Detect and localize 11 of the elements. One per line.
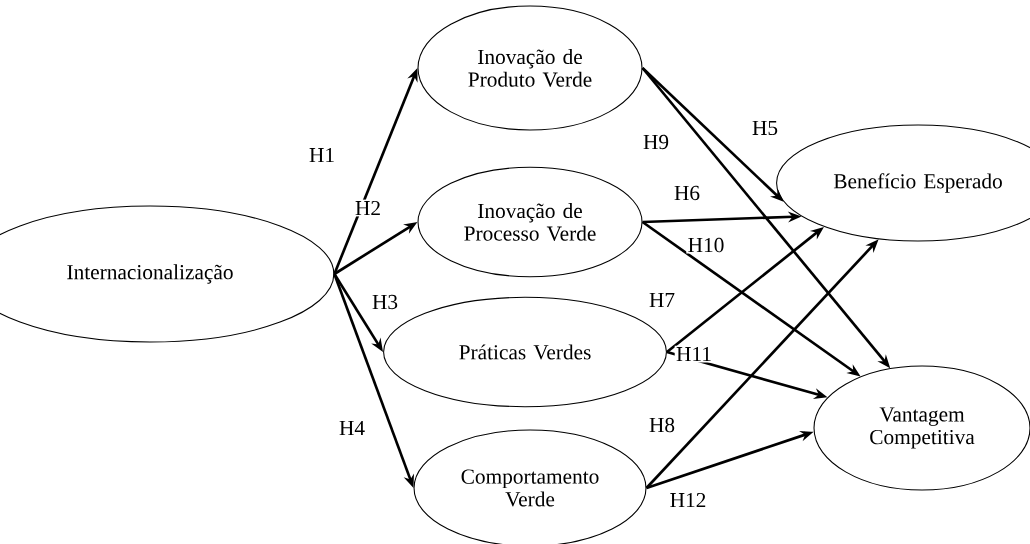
edge-label: H4 [337, 419, 367, 437]
ellipse-node: Inovação de Produto Verde [417, 5, 643, 131]
edge-label: H8 [647, 416, 677, 434]
edge-label: H12 [668, 491, 708, 509]
edge-label: H2 [353, 199, 383, 217]
edge-label: H1 [307, 146, 337, 164]
ellipse-node: Inovação de Processo Verde [417, 166, 643, 278]
edge-label: H11 [674, 345, 714, 363]
edge-label: H6 [672, 184, 702, 202]
edge-label: H10 [686, 236, 726, 254]
edge-label: H9 [641, 133, 671, 151]
